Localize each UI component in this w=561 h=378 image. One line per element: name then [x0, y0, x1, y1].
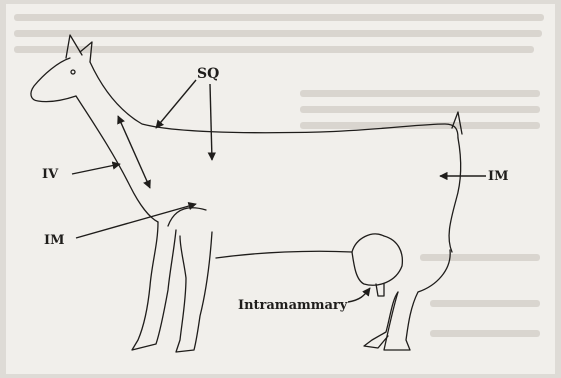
goat-ear [80, 42, 92, 62]
iv-label: IV [42, 168, 58, 181]
goat-teat [376, 284, 384, 296]
goat-eye [71, 70, 75, 74]
goat-throat [76, 96, 158, 222]
sq-label: SQ [197, 67, 219, 81]
iv-arrow-vein [118, 116, 150, 188]
im-arrow-left [76, 204, 196, 238]
goat-front-leg [176, 232, 212, 352]
goat-front-leg [132, 222, 176, 350]
im-label-hind: IM [488, 170, 508, 183]
goat-head [31, 58, 76, 102]
iv-arrow [72, 164, 120, 174]
goat-udder [352, 234, 402, 285]
intramammary-label: Intramammary [238, 299, 347, 312]
goat-rump [449, 138, 461, 252]
im-label-neck: IM [44, 234, 64, 247]
sq-arrow-left [156, 80, 196, 128]
goat-back [90, 62, 458, 138]
intramammary-arrow [348, 288, 370, 302]
sq-arrow-down [210, 84, 212, 160]
goat-ear [66, 35, 82, 58]
goat-hind-leg [364, 292, 398, 348]
goat-belly [216, 251, 352, 258]
